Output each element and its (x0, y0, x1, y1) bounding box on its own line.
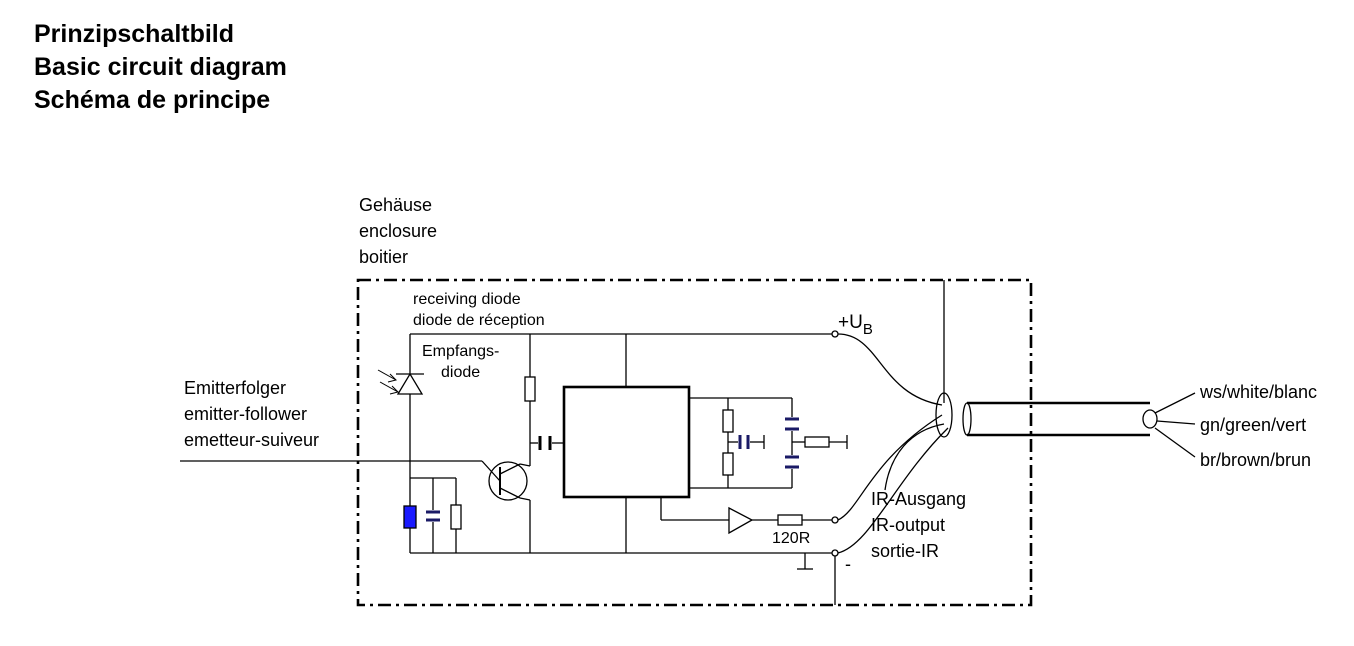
title-german: Prinzipschaltbild (34, 20, 235, 48)
receiving-photodiode (396, 372, 424, 395)
wire-color-green: gn/green/vert (1200, 415, 1307, 435)
resistor-value-label: 120R (772, 530, 811, 547)
supply-label: +UB (838, 312, 873, 338)
collector-resistor (524, 376, 536, 402)
coupling-capacitor (538, 436, 552, 450)
filter-capacitor-2 (785, 417, 799, 431)
light-arrows-icon (377, 369, 399, 395)
wire-color-brown: br/brown/brun (1200, 450, 1312, 470)
ic-block (562, 385, 691, 499)
enclosure-label: Gehäuse enclosure boitier (359, 195, 438, 267)
supply-wire (837, 333, 943, 406)
emitter-follower-transistor (488, 461, 528, 501)
title-english: Basic circuit diagram (34, 53, 287, 81)
ground-wire (837, 427, 949, 554)
filter-resistor-3 (804, 436, 830, 448)
output-wire (837, 414, 943, 521)
emitter-follower-label: Emitterfolger emitter-follower emetteur-… (184, 378, 320, 450)
title-block: Prinzipschaltbild Basic circuit diagram … (34, 18, 287, 117)
shunt-resistor (450, 504, 462, 530)
filter-resistor-2 (722, 452, 734, 476)
filter-capacitor-3 (785, 455, 799, 469)
shunt-capacitor (426, 510, 440, 522)
output-buffer (728, 506, 754, 535)
ground-terminal (831, 549, 839, 557)
output-resistor-120r (777, 514, 803, 526)
ir-output-label: IR-Ausgang IR-output sortie-IR (871, 489, 967, 561)
minus-label: - (845, 554, 851, 574)
receiving-diode-label: receiving diode diode de réception (413, 291, 545, 329)
title-french: Schéma de principe (34, 86, 271, 114)
emitter-diode (403, 505, 417, 529)
ir-output-terminal (831, 516, 839, 524)
cable-sheath (935, 392, 953, 438)
empfangs-diode-label: Empfangs- diode (422, 343, 500, 381)
filter-capacitor-1 (738, 435, 750, 449)
enclosure-boundary (356, 278, 1033, 607)
wire-color-white: ws/white/blanc (1200, 382, 1318, 402)
filter-resistor-1 (722, 409, 734, 433)
